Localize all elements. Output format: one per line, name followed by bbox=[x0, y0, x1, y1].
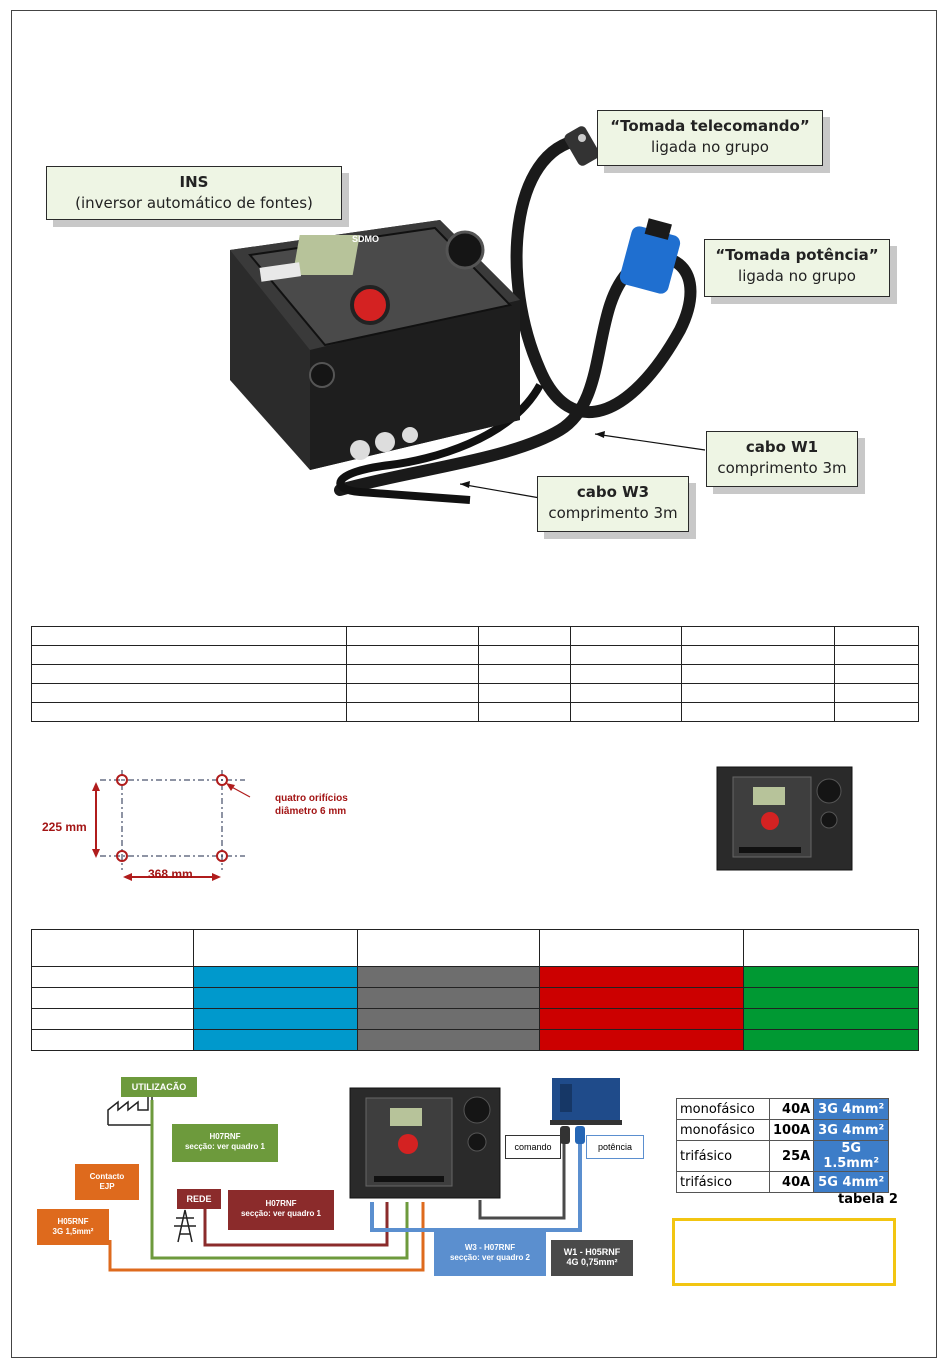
cable-w1 bbox=[334, 134, 697, 496]
label-h07rnf-2-sub: secção: ver quadro 1 bbox=[240, 1209, 322, 1218]
label-h07rnf-1: H07RNF secção: ver quadro 1 bbox=[172, 1124, 278, 1162]
mounting-hole bbox=[216, 774, 228, 786]
label-h07rnf-2: H07RNF secção: ver quadro 1 bbox=[228, 1190, 334, 1230]
page-border bbox=[11, 10, 937, 1358]
label-rede: REDE bbox=[177, 1189, 221, 1209]
label-utilizacao: UTILIZACÃO bbox=[121, 1077, 197, 1097]
tabela-2-caption: tabela 2 bbox=[838, 1192, 898, 1207]
label-h05rnf: H05RNF 3G 1,5mm² bbox=[37, 1209, 109, 1245]
callout-potencia-title: “Tomada potência” bbox=[715, 246, 879, 264]
label-contacto-ejp: Contacto EJP bbox=[75, 1164, 139, 1200]
dimension-width: 368 mm bbox=[148, 867, 193, 881]
callout-w3-subtitle: comprimento 3m bbox=[548, 504, 678, 522]
cable-w3 bbox=[336, 383, 544, 504]
callout-w1-subtitle: comprimento 3m bbox=[717, 459, 847, 477]
label-w3-sub: secção: ver quadro 2 bbox=[449, 1253, 531, 1262]
blue-power-plug bbox=[619, 218, 681, 294]
dimension-height: 225 mm bbox=[42, 820, 87, 834]
tabela-2-section: 5G 1.5mm² bbox=[813, 1140, 890, 1172]
callout-telecomando: “Tomada telecomando” ligada no grupo bbox=[597, 110, 823, 166]
mounting-hole bbox=[116, 774, 128, 786]
callout-w1-title: cabo W1 bbox=[745, 438, 819, 456]
holes-note-line2: diâmetro 6 mm bbox=[275, 806, 347, 817]
holes-note-line1: quatro orifícios bbox=[275, 793, 348, 804]
label-comando: comando bbox=[505, 1135, 561, 1159]
generator-icon bbox=[550, 1078, 622, 1125]
callout-w3-title: cabo W3 bbox=[576, 483, 650, 501]
pylon-icon bbox=[174, 1209, 196, 1243]
table-header-row bbox=[31, 929, 919, 967]
label-h07rnf-1-sub: secção: ver quadro 1 bbox=[184, 1142, 266, 1151]
label-w3-title: W3 - H07RNF bbox=[464, 1243, 516, 1252]
callout-w1: cabo W1 comprimento 3m bbox=[706, 431, 858, 487]
mounting-hole bbox=[216, 850, 228, 862]
control-dial bbox=[350, 285, 390, 325]
label-potencia: potência bbox=[586, 1135, 644, 1159]
label-h05rnf-sub: 3G 1,5mm² bbox=[52, 1227, 94, 1236]
ins-device-photo: SDMO bbox=[230, 126, 697, 504]
callout-telecomando-subtitle: ligada no grupo bbox=[651, 138, 769, 156]
table-row bbox=[31, 987, 919, 1009]
empty-yellow-box bbox=[672, 1218, 896, 1286]
callout-potencia: “Tomada potência” ligada no grupo bbox=[704, 239, 890, 297]
tabela-2-type: monofásico bbox=[676, 1119, 770, 1141]
table-row bbox=[31, 645, 919, 665]
tabela-2-type: trifásico bbox=[676, 1140, 770, 1172]
table-row bbox=[31, 702, 919, 722]
mounting-diagram bbox=[92, 770, 251, 881]
tabela-2-section: 3G 4mm² bbox=[813, 1119, 890, 1141]
tabela-2-amps: 40A bbox=[768, 1098, 815, 1120]
wiring-diagram bbox=[107, 1078, 622, 1272]
table-row bbox=[31, 1008, 919, 1030]
tabela-2-amps: 40A bbox=[768, 1171, 815, 1193]
device-front-thumbnail bbox=[716, 766, 853, 871]
label-w3: W3 - H07RNF secção: ver quadro 2 bbox=[434, 1232, 546, 1276]
label-h05rnf-title: H05RNF bbox=[57, 1217, 89, 1226]
callout-w3: cabo W3 comprimento 3m bbox=[537, 476, 689, 532]
label-w1-title: W1 - H05RNF bbox=[563, 1247, 621, 1257]
label-contacto-line1: Contacto bbox=[89, 1172, 125, 1181]
callout-ins: INS (inversor automático de fontes) bbox=[46, 166, 342, 220]
lcd-screen bbox=[292, 235, 360, 275]
tabela-2-type: monofásico bbox=[676, 1098, 770, 1120]
callout-arrows bbox=[460, 431, 706, 499]
callout-ins-subtitle: (inversor automático de fontes) bbox=[75, 194, 313, 212]
table-row bbox=[31, 966, 919, 988]
tabela-2-type: trifásico bbox=[676, 1171, 770, 1193]
tabela-2-section: 5G 4mm² bbox=[813, 1171, 890, 1193]
callout-ins-title: INS bbox=[179, 173, 209, 191]
table-row bbox=[31, 683, 919, 703]
wiring-device bbox=[349, 1087, 501, 1199]
table-1 bbox=[31, 626, 919, 722]
table-row bbox=[31, 1029, 919, 1051]
table-2 bbox=[31, 929, 919, 1051]
device-brand: SDMO bbox=[352, 234, 379, 244]
tabela-2-amps: 100A bbox=[768, 1119, 815, 1141]
label-contacto-line2: EJP bbox=[99, 1182, 115, 1191]
callout-potencia-subtitle: ligada no grupo bbox=[738, 267, 856, 285]
tabela-2-section: 3G 4mm² bbox=[813, 1098, 890, 1120]
label-w1-sub: 4G 0,75mm² bbox=[566, 1257, 618, 1267]
holes-note: quatro orifícios diâmetro 6 mm bbox=[275, 792, 348, 818]
label-h07rnf-1-title: H07RNF bbox=[209, 1132, 241, 1141]
callout-telecomando-title: “Tomada telecomando” bbox=[610, 117, 810, 135]
table-row bbox=[31, 664, 919, 684]
remote-plug bbox=[564, 126, 600, 166]
label-h07rnf-2-title: H07RNF bbox=[265, 1199, 297, 1208]
mounting-hole bbox=[116, 850, 128, 862]
table-row bbox=[31, 626, 919, 646]
tabela-2-amps: 25A bbox=[768, 1140, 815, 1172]
label-w1: W1 - H05RNF 4G 0,75mm² bbox=[551, 1240, 633, 1276]
